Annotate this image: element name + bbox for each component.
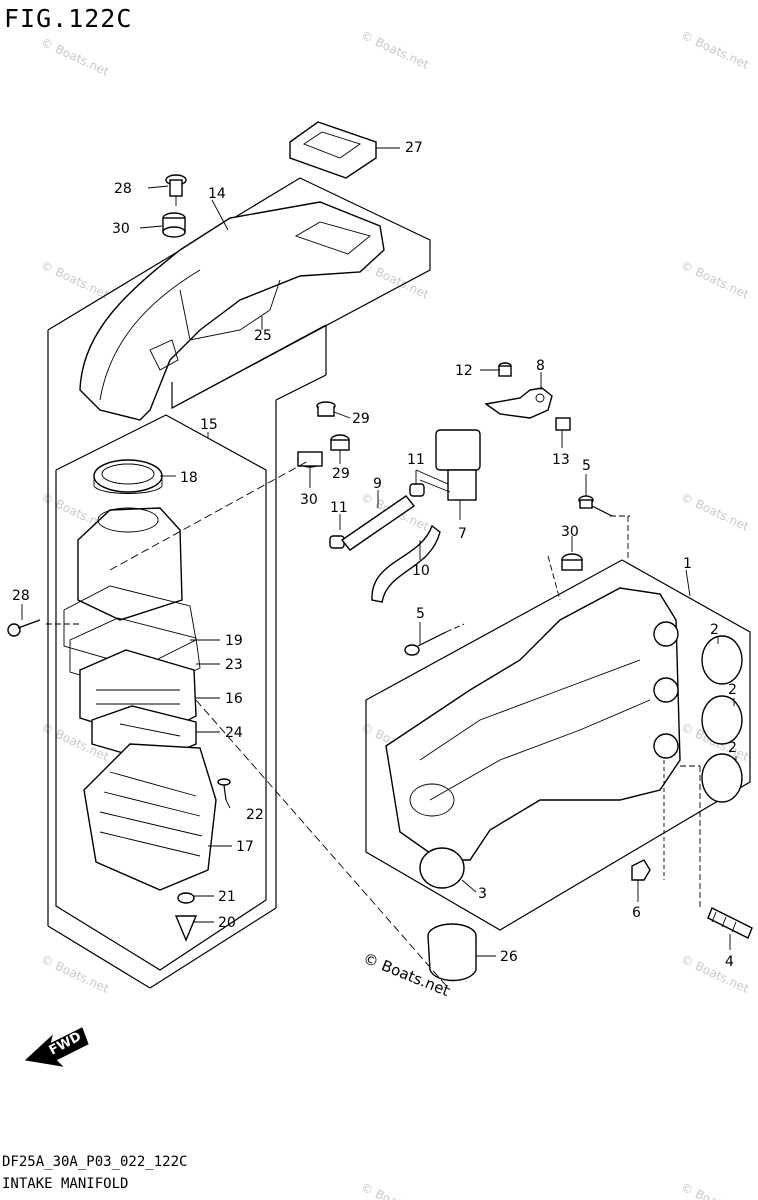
hose-9: [340, 495, 416, 551]
dash-guides: [46, 459, 701, 991]
assembly-frames: [47, 177, 751, 989]
intake-cover-14: [79, 201, 385, 421]
callout-25: 25: [254, 328, 272, 344]
frame-silencer-inner: [55, 414, 267, 971]
silencer-15: [77, 507, 183, 621]
watermark: © Boats.net: [679, 28, 752, 72]
figure-code: DF25A_30A_P03_022_122C: [2, 1154, 188, 1170]
callout-29: 29: [352, 411, 370, 427]
frame-intake-cover: [47, 177, 431, 410]
watermark: © Boats.net: [39, 35, 112, 79]
callout-10: 10: [412, 563, 430, 579]
callouts: 27 28 30 14 25 29 15 18 30 29 12 8 13 11…: [12, 140, 737, 970]
watermark: © Boats.net: [679, 952, 752, 996]
bracket-8: [484, 387, 553, 419]
o-ring-3: [419, 847, 465, 889]
callout-1: 1: [683, 556, 692, 572]
callout-6: 6: [632, 905, 641, 921]
clamp-11-upper: [409, 483, 425, 497]
callout-23: 23: [225, 657, 243, 673]
callout-2: 2: [710, 622, 719, 638]
frame-silencer-bottom-right: [149, 907, 277, 989]
clamp-11-lower: [329, 535, 345, 549]
seal-26: [427, 923, 477, 982]
frame-silencer-bottom: [47, 925, 151, 989]
watermark: © Boats.net: [39, 952, 112, 996]
bolt-28-left: [7, 619, 41, 637]
callout-30: 30: [561, 524, 579, 540]
callout-9: 9: [373, 476, 382, 492]
callout-19: 19: [225, 633, 243, 649]
intake-manifold-1: [385, 587, 681, 861]
bolt-5-lower: [404, 631, 447, 656]
callout-4: 4: [725, 954, 734, 970]
callout-28: 28: [114, 181, 132, 197]
ring-18: [93, 459, 163, 494]
callout-20: 20: [218, 915, 236, 931]
bolt-28-top: [165, 174, 187, 206]
callout-11: 11: [330, 500, 348, 516]
callout-15: 15: [200, 417, 218, 433]
callout-7: 7: [458, 526, 467, 542]
watermark: © Boats.net: [679, 1180, 752, 1200]
valve-20: [174, 915, 198, 942]
callout-30: 30: [112, 221, 130, 237]
stud-4: [707, 907, 753, 939]
callout-5: 5: [416, 606, 425, 622]
callout-14: 14: [208, 186, 226, 202]
watermark: © Boats.net: [679, 258, 752, 302]
callout-24: 24: [225, 725, 243, 741]
grommet-30-right: [561, 553, 583, 571]
watermark: © Boats.net: [359, 258, 432, 302]
watermark: © Boats.net: [359, 28, 432, 72]
cap-29-mid: [330, 434, 350, 451]
solenoid-valve-7: [415, 429, 481, 501]
callout-16: 16: [225, 691, 243, 707]
watermark: © Boats.net: [39, 258, 112, 302]
gasket-2-lower: [701, 753, 743, 803]
cap-29-upper: [316, 401, 336, 417]
gasket-2-upper: [701, 635, 743, 685]
callout-17: 17: [236, 839, 254, 855]
callout-18: 18: [180, 470, 198, 486]
callout-5: 5: [582, 458, 591, 474]
callout-22: 22: [246, 807, 264, 823]
gasket-23: [69, 617, 201, 695]
forward-arrow-icon: FWD: [24, 1027, 89, 1067]
silencer-case-17: [83, 743, 217, 891]
callout-3: 3: [478, 886, 487, 902]
callout-27: 27: [405, 140, 423, 156]
leader-lines: [21, 147, 737, 957]
watermark: © Boats.net: [359, 1180, 432, 1200]
callout-2: 2: [728, 682, 737, 698]
callout-21: 21: [218, 889, 236, 905]
callout-11: 11: [407, 452, 425, 468]
frame-connector-back: [171, 324, 327, 409]
callout-26: 26: [500, 949, 518, 965]
callout-8: 8: [536, 358, 545, 374]
clip-21: [177, 892, 195, 904]
frame-manifold: [365, 559, 751, 931]
nut-13: [555, 417, 571, 431]
callout-13: 13: [552, 452, 570, 468]
bolt-5-upper: [578, 495, 613, 517]
figure-name: INTAKE MANIFOLD: [2, 1176, 129, 1192]
callout-30: 30: [300, 492, 318, 508]
callout-29: 29: [332, 466, 350, 482]
callout-12: 12: [455, 363, 473, 379]
callout-28: 28: [12, 588, 30, 604]
watermark: © Boats.net: [679, 490, 752, 534]
bolt-12: [498, 362, 512, 377]
hose-10: [371, 524, 441, 603]
grommet-30-top: [162, 212, 186, 238]
figure-title: FIG.122C: [4, 4, 133, 33]
nut-6: [631, 859, 651, 881]
frame-connector: [275, 374, 327, 401]
grommet-27: [289, 121, 377, 179]
callout-2: 2: [728, 740, 737, 756]
screw-22: [217, 778, 231, 801]
gasket-2-middle: [701, 695, 743, 745]
